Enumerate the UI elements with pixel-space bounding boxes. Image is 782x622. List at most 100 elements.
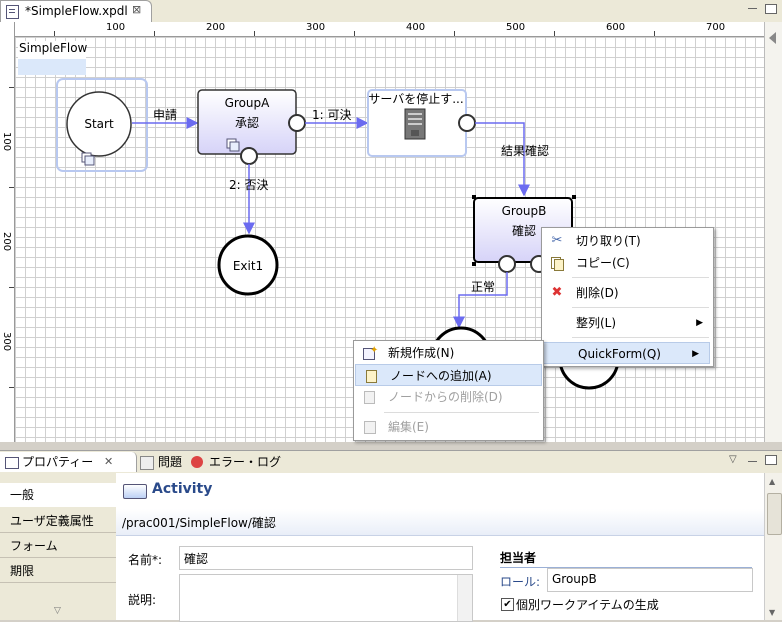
edge-server-groupb[interactable] (475, 122, 530, 197)
server-out-port[interactable] (458, 114, 476, 132)
server-icon (404, 108, 426, 140)
description-label: 説明: (128, 593, 157, 607)
role-label: ロール: (500, 575, 541, 589)
properties-tab-list: 一般 ユーザ定義属性 フォーム 期限 ▽ (0, 473, 117, 620)
ruler-label: 500 (506, 22, 526, 33)
edge-groupb-end[interactable] (453, 272, 508, 329)
selection-handle[interactable] (472, 195, 476, 199)
copy-icon (550, 256, 564, 271)
exit1-label: Exit1 (233, 259, 263, 273)
name-field[interactable]: 確認 (179, 546, 473, 570)
maximize-icon[interactable] (765, 455, 777, 465)
scroll-thumb[interactable] (767, 493, 782, 535)
exit1-node[interactable] (217, 234, 279, 296)
prop-tab-user-attributes[interactable]: ユーザ定義属性 (0, 509, 116, 533)
edge-label-reject: 2: 否決 (229, 178, 269, 192)
edit-form-icon (362, 420, 376, 434)
menu-item-cut[interactable]: ✂ 切り取り(T) (551, 233, 641, 249)
selection-handle[interactable] (472, 262, 476, 266)
view-menu-icon[interactable]: ▽ (729, 454, 737, 465)
palette-toggle-bar[interactable] (764, 22, 782, 442)
role-field[interactable]: GroupB (547, 568, 753, 592)
selection-handle[interactable] (572, 195, 576, 199)
flow-diagram: Start 申請 GroupA 承認 1: 可決 サーバを停止す... (56, 78, 620, 390)
bottom-view-tabs: プロパティー ✕ 問題 エラー・ログ ▽ (0, 450, 782, 474)
edge-label-normal: 正常 (471, 280, 495, 294)
editor-tab-simpleflow[interactable]: *SimpleFlow.xpdl ⊠ (0, 0, 152, 22)
tab-problems[interactable]: 問題 (140, 452, 188, 472)
edge-label-apply: 申請 (153, 108, 177, 122)
ruler-label: 200 (1, 232, 12, 252)
edge-label-result-check: 結果確認 (501, 143, 549, 158)
new-form-icon: ✦ (362, 345, 378, 360)
top-ruler: 100 200 300 400 500 600 700 (14, 22, 764, 37)
flow-name-label: SimpleFlow (18, 41, 87, 75)
scroll-up-icon[interactable]: ▲ (769, 477, 776, 486)
start-node-frame (56, 78, 148, 172)
ruler-label: 300 (306, 22, 326, 33)
left-ruler: 100 200 300 (0, 22, 15, 442)
ruler-label: 200 (206, 22, 226, 33)
ruler-label: 300 (1, 332, 12, 352)
groupa-out-port-2[interactable] (240, 147, 258, 165)
path-bar: /prac001/SimpleFlow/確認 (116, 509, 764, 536)
properties-icon (5, 457, 19, 469)
quickform-submenu: ✦ 新規作成(N) ノードへの追加(A) ノードからの削除(D) 編集(E) (353, 340, 544, 441)
ruler-label: 700 (706, 22, 726, 33)
edge-label-approve: 1: 可決 (312, 108, 352, 122)
groupa-out-port[interactable] (288, 114, 306, 132)
minimize-icon[interactable] (748, 461, 757, 462)
menu-item-quickform[interactable]: QuickForm(Q) ▶ (543, 342, 710, 364)
start-node[interactable] (66, 91, 132, 157)
expand-palette-icon[interactable] (769, 32, 776, 44)
tab-error-log[interactable]: エラー・ログ (191, 452, 291, 472)
ruler-label: 400 (406, 22, 426, 33)
minimize-icon[interactable] (748, 8, 757, 9)
problems-icon (140, 456, 154, 470)
properties-scrollbar[interactable]: ▲ ▼ (764, 473, 782, 620)
menu-item-delete[interactable]: ✖ 削除(D) (551, 285, 619, 301)
editor-tab-bar: *SimpleFlow.xpdl ⊠ (0, 0, 782, 23)
menu-separator (572, 337, 709, 338)
scroll-down-icon[interactable]: ▼ (769, 608, 776, 617)
tab-properties[interactable]: プロパティー ✕ (0, 452, 137, 472)
menu-item-align[interactable]: 整列(L) ▶ (542, 312, 713, 334)
scroll-down-icon[interactable]: ▽ (54, 606, 61, 616)
server-node-label: サーバを停止す... (368, 91, 463, 106)
maximize-icon[interactable] (765, 4, 777, 14)
description-field[interactable] (179, 574, 473, 622)
submenu-item-new[interactable]: ✦ 新規作成(N) (354, 342, 543, 364)
form-icon (226, 138, 240, 152)
xpdl-file-icon (6, 5, 19, 19)
prop-tab-general[interactable]: 一般 (0, 483, 116, 507)
prop-tab-form[interactable]: フォーム (0, 534, 116, 558)
individual-workitem-checkbox[interactable]: ✔ (501, 598, 514, 611)
ruler-label: 600 (606, 22, 626, 33)
properties-view: 一般 ユーザ定義属性 フォーム 期限 ▽ Activity /prac001/S… (0, 473, 782, 622)
submenu-arrow-icon: ▶ (696, 318, 703, 328)
submenu-item-edit[interactable]: 編集(E) (354, 416, 543, 438)
menu-separator (572, 277, 709, 278)
editor-tab-title: *SimpleFlow.xpdl (25, 4, 128, 18)
owner-divider (500, 567, 752, 568)
menu-item-copy[interactable]: コピー(C) (542, 252, 713, 274)
context-menu: ✂ 切り取り(T) コピー(C) ✖ 削除(D) 整列(L) ▶ QuickFo… (541, 227, 714, 367)
submenu-item-remove-from-node[interactable]: ノードからの削除(D) (354, 386, 543, 408)
individual-workitem-label: 個別ワークアイテムの生成 (516, 598, 659, 612)
close-tab-icon[interactable]: ⊠ (132, 3, 142, 16)
error-log-icon (191, 456, 203, 468)
activity-path: /prac001/SimpleFlow/確認 (122, 516, 276, 530)
start-node-label: Start (84, 117, 114, 131)
name-label: 名前*: (128, 553, 163, 567)
prop-tab-deadline[interactable]: 期限 (0, 559, 116, 583)
groupb-out-port[interactable] (498, 255, 516, 273)
submenu-item-add-to-node[interactable]: ノードへの追加(A) (355, 364, 542, 386)
groupa-subtitle: 承認 (235, 115, 259, 130)
properties-heading: Activity (152, 481, 213, 497)
owner-heading: 担当者 (500, 551, 537, 565)
clipboard-add-icon (364, 369, 378, 383)
ruler-label: 100 (1, 132, 12, 152)
form-icon (81, 152, 95, 166)
close-tab-icon[interactable]: ✕ (104, 455, 114, 468)
menu-separator (384, 412, 539, 413)
